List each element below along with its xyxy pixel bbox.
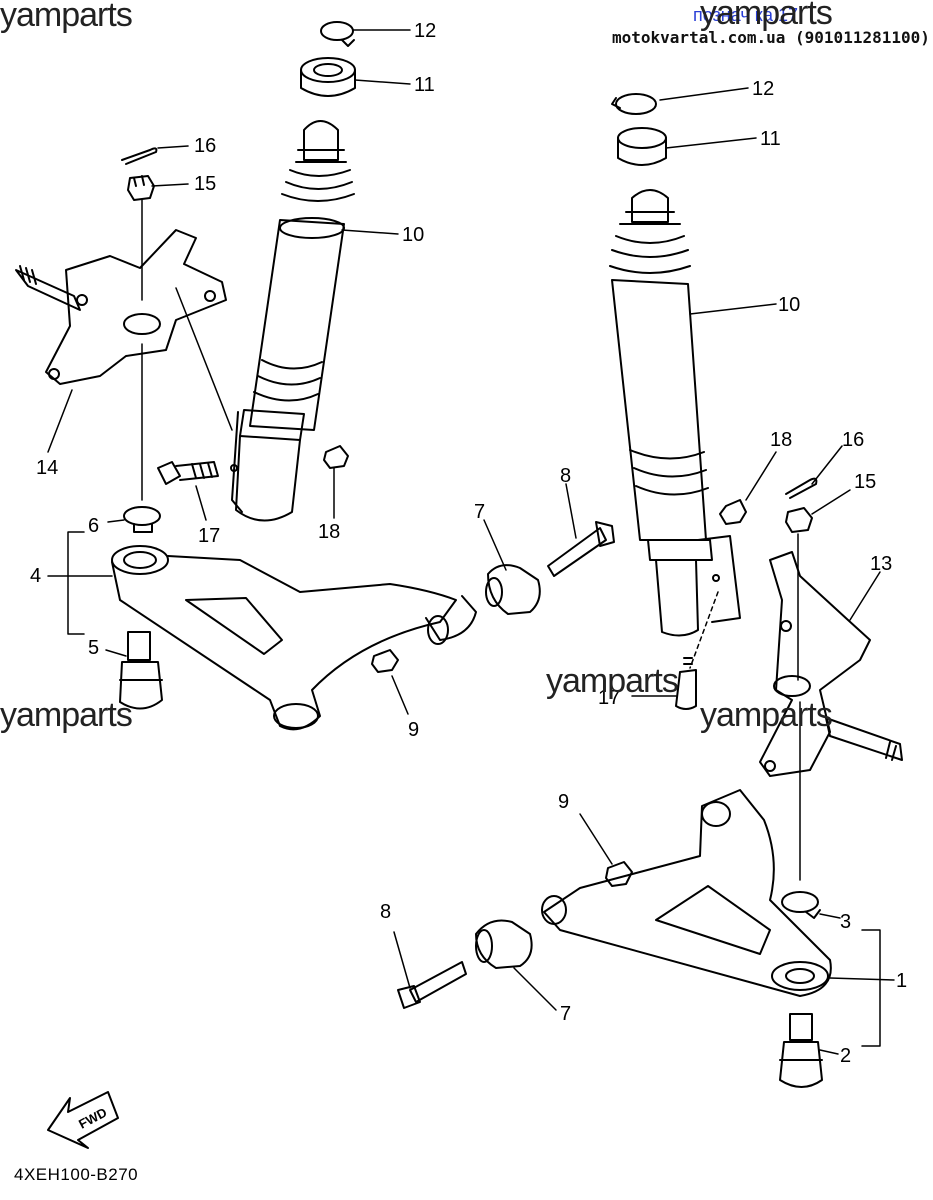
- nut-left-18: [323, 445, 349, 469]
- castle-nut-left: [127, 175, 155, 201]
- collar-nut-right: [617, 127, 667, 166]
- callout-16-left: 16: [194, 135, 216, 157]
- callout-18-left: 18: [318, 521, 340, 543]
- castle-nut-right: [785, 507, 813, 533]
- bushing-right: [475, 919, 533, 969]
- circlip-left-6: [123, 506, 161, 533]
- bracket-right: [861, 929, 881, 1047]
- fwd-label: FWD: [76, 1105, 109, 1132]
- callout-12-right: 12: [752, 78, 774, 100]
- nut-right-18: [719, 499, 747, 525]
- cotter-pin-left: [121, 147, 158, 165]
- callout-16-right: 16: [842, 429, 864, 451]
- callout-13-right: 13: [870, 553, 892, 575]
- callout-7-right: 7: [560, 1003, 571, 1025]
- callout-15-left: 15: [194, 173, 216, 195]
- bolt-right-17: [675, 657, 697, 710]
- nut-9-left: [371, 649, 399, 673]
- callout-18-right: 18: [770, 429, 792, 451]
- callout-7-left: 7: [474, 501, 485, 523]
- watermark-mid-right: yamparts: [700, 696, 833, 734]
- ball-joint-left: [119, 631, 163, 710]
- shock-absorber-right: [609, 189, 741, 637]
- nut-9-right: [605, 861, 633, 887]
- header-link[interactable]: познач ка 17: [693, 5, 799, 25]
- callout-17-left: 17: [198, 525, 220, 547]
- callout-3-right: 3: [840, 911, 851, 933]
- bolt-left: [157, 461, 219, 485]
- leader-lines: [47, 29, 895, 1055]
- cotter-pin-right: [785, 477, 818, 499]
- callout-15-right: 15: [854, 471, 876, 493]
- circlip-right: [611, 93, 657, 115]
- callout-12-left: 12: [414, 20, 436, 42]
- diagram-code: 4XEH100-B270: [14, 1165, 139, 1184]
- callout-6-left: 6: [88, 515, 99, 537]
- callout-11-left: 11: [414, 74, 435, 96]
- callout-4-left: 4: [30, 565, 41, 587]
- lower-arm-right: [541, 789, 832, 997]
- assembly-lines: [141, 199, 801, 881]
- steering-knuckle-left: [15, 229, 227, 385]
- watermark-mid-left: yamparts: [0, 696, 133, 734]
- bolt-8-left: [547, 521, 615, 577]
- callout-2-right: 2: [840, 1045, 851, 1067]
- callout-9-left: 9: [408, 719, 419, 741]
- callout-14-left: 14: [36, 457, 58, 479]
- callout-5-left: 5: [88, 637, 99, 659]
- ball-joint-right: [779, 1013, 823, 1088]
- fwd-arrow-icon: [47, 1091, 119, 1149]
- steering-knuckle-right: [759, 551, 903, 777]
- bushing-left: [485, 564, 541, 615]
- callout-9-right: 9: [558, 791, 569, 813]
- callout-17-right: 17: [598, 687, 620, 709]
- bolt-8-right: [397, 961, 467, 1009]
- watermark-top-left: yamparts: [0, 0, 133, 34]
- callout-10-right: 10: [778, 294, 800, 316]
- callout-1-right: 1: [896, 970, 907, 992]
- callout-8-left: 8: [560, 465, 571, 487]
- header-contact: motokvartal.com.ua (901011281100): [612, 28, 930, 47]
- callout-8-right: 8: [380, 901, 391, 923]
- lower-arm-left: [111, 545, 477, 731]
- watermark-top-right: yamparts: [700, 0, 833, 32]
- watermark-mid-center: yamparts: [546, 662, 679, 700]
- callout-11-right: 11: [760, 128, 781, 150]
- collar-nut-left: [300, 57, 356, 97]
- bracket-left: [67, 531, 85, 635]
- callout-10-left: 10: [402, 224, 424, 246]
- circlip-right-3: [781, 891, 821, 919]
- circlip-left: [320, 21, 355, 47]
- shock-absorber-left: [230, 120, 355, 522]
